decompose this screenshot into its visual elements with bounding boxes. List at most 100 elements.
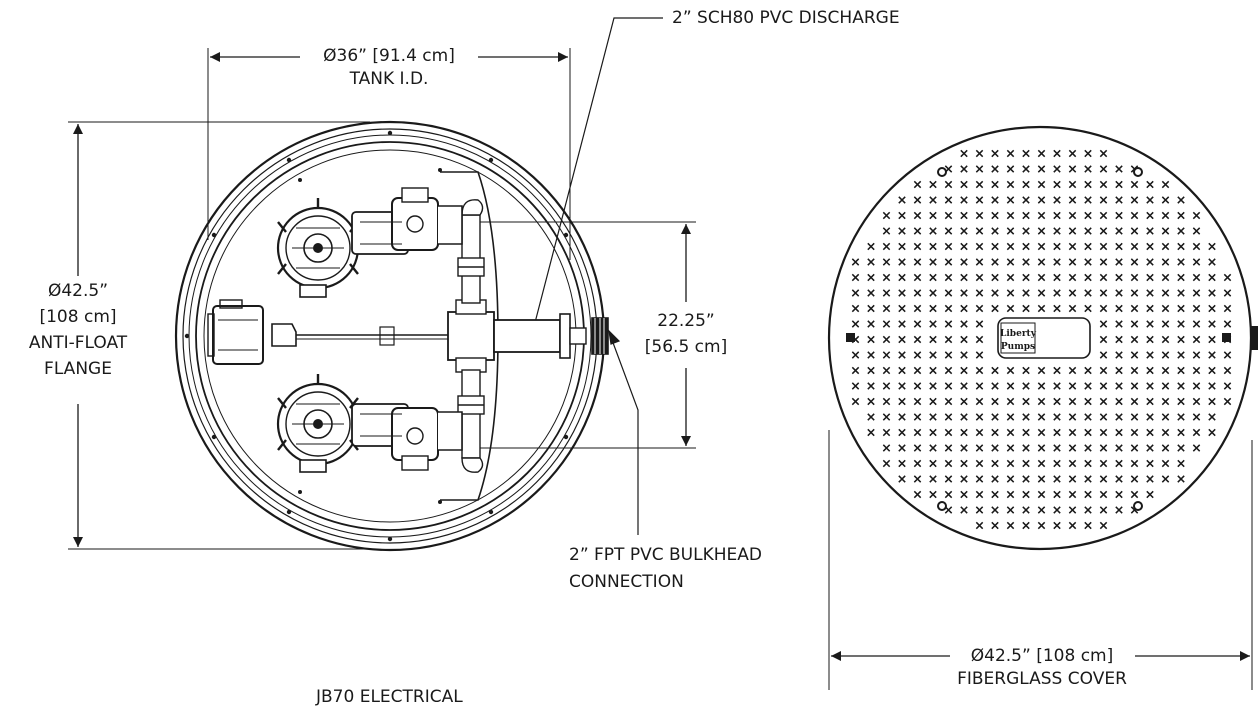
float-switch <box>271 323 455 347</box>
pattern-mark <box>1115 273 1123 282</box>
pattern-mark <box>1146 428 1154 437</box>
pattern-mark <box>1177 211 1185 220</box>
pattern-mark <box>1053 196 1061 204</box>
pattern-mark <box>913 304 922 313</box>
pattern-mark <box>960 273 968 282</box>
pattern-mark <box>929 490 937 499</box>
pattern-mark <box>913 335 922 344</box>
pattern-mark <box>898 459 906 468</box>
pattern-mark <box>1099 165 1108 173</box>
pattern-mark <box>851 289 860 297</box>
pattern-mark <box>991 180 999 189</box>
pattern-mark <box>1130 444 1139 452</box>
pattern-mark <box>929 351 937 359</box>
pattern-mark <box>1146 196 1154 204</box>
pattern-mark <box>975 242 984 251</box>
pattern-mark <box>1053 304 1061 313</box>
pattern-mark <box>1068 475 1077 483</box>
pattern-mark <box>882 304 891 313</box>
pattern-mark <box>991 211 999 220</box>
pattern-mark <box>1084 227 1092 235</box>
pattern-mark <box>960 490 968 499</box>
pattern-mark <box>929 459 937 468</box>
pattern-mark <box>1115 459 1123 468</box>
pattern-mark <box>975 335 984 344</box>
pattern-mark <box>1099 459 1108 468</box>
pattern-mark <box>851 304 860 313</box>
pattern-mark <box>1006 304 1015 313</box>
pattern-mark <box>1068 506 1077 514</box>
pattern-mark <box>1037 180 1046 189</box>
pattern-mark <box>1022 289 1030 297</box>
pattern-mark <box>929 413 937 421</box>
pattern-mark <box>1208 397 1216 406</box>
pattern-mark <box>913 289 922 297</box>
pattern-mark <box>1192 366 1201 375</box>
pattern-mark <box>1146 475 1154 483</box>
pattern-mark <box>1006 211 1015 220</box>
pattern-mark <box>1115 428 1123 437</box>
pattern-mark <box>991 366 999 375</box>
pattern-mark <box>1115 335 1123 344</box>
pattern-mark <box>1208 320 1216 328</box>
pattern-mark <box>913 490 922 499</box>
pattern-mark <box>1177 475 1185 483</box>
pattern-mark <box>1146 211 1154 220</box>
pattern-mark <box>1146 351 1154 359</box>
pattern-mark <box>1068 413 1077 421</box>
pattern-mark <box>1037 475 1046 483</box>
pattern-mark <box>1146 258 1154 266</box>
pattern-mark <box>898 273 906 282</box>
pattern-mark <box>1177 304 1185 313</box>
pattern-mark <box>1161 444 1170 452</box>
pattern-mark <box>867 335 875 344</box>
pattern-mark <box>1161 273 1170 282</box>
pattern-mark <box>1053 227 1061 235</box>
pattern-mark <box>1022 211 1030 220</box>
pattern-mark <box>1161 351 1170 359</box>
pattern-mark <box>898 366 906 375</box>
pattern-mark <box>1208 351 1216 359</box>
pattern-mark <box>1084 413 1092 421</box>
pattern-mark <box>1208 428 1216 437</box>
pattern-mark <box>1192 227 1201 235</box>
pattern-mark <box>1068 149 1077 158</box>
pattern-mark <box>960 227 968 235</box>
cover-bolts <box>937 167 1143 511</box>
pattern-mark <box>913 397 922 406</box>
pattern-mark <box>1115 475 1123 483</box>
pattern-mark <box>1192 211 1201 220</box>
pattern-mark <box>1037 428 1046 437</box>
pattern-mark <box>1223 320 1232 328</box>
pattern-mark <box>1115 397 1123 406</box>
pattern-mark <box>1084 211 1092 220</box>
pattern-mark <box>975 428 984 437</box>
pattern-mark <box>1161 242 1170 251</box>
pattern-mark <box>1099 382 1108 390</box>
pattern-mark <box>1177 320 1185 328</box>
leader-discharge <box>525 17 663 344</box>
pattern-mark <box>1084 273 1092 282</box>
pattern-mark <box>1130 304 1139 313</box>
pattern-mark <box>898 335 906 344</box>
flange-dimension-cm: [108 cm] <box>39 307 117 327</box>
pattern-mark <box>1161 366 1170 375</box>
pattern-mark <box>1022 444 1030 452</box>
pattern-mark <box>1208 273 1216 282</box>
pattern-mark <box>929 444 937 452</box>
pattern-mark <box>1099 521 1108 530</box>
pattern-mark <box>1161 459 1170 468</box>
pattern-mark <box>898 475 906 483</box>
pattern-mark <box>1022 180 1030 189</box>
pattern-mark <box>882 258 891 266</box>
logo-line-1: Liberty <box>1000 329 1037 339</box>
pattern-mark <box>1084 258 1092 266</box>
pattern-mark <box>882 459 891 468</box>
pattern-mark <box>991 490 999 499</box>
pattern-mark <box>1177 227 1185 235</box>
pattern-mark <box>960 180 968 189</box>
pattern-mark <box>944 475 953 483</box>
pattern-mark <box>944 273 953 282</box>
pattern-mark <box>1099 227 1108 235</box>
pattern-mark <box>913 258 922 266</box>
